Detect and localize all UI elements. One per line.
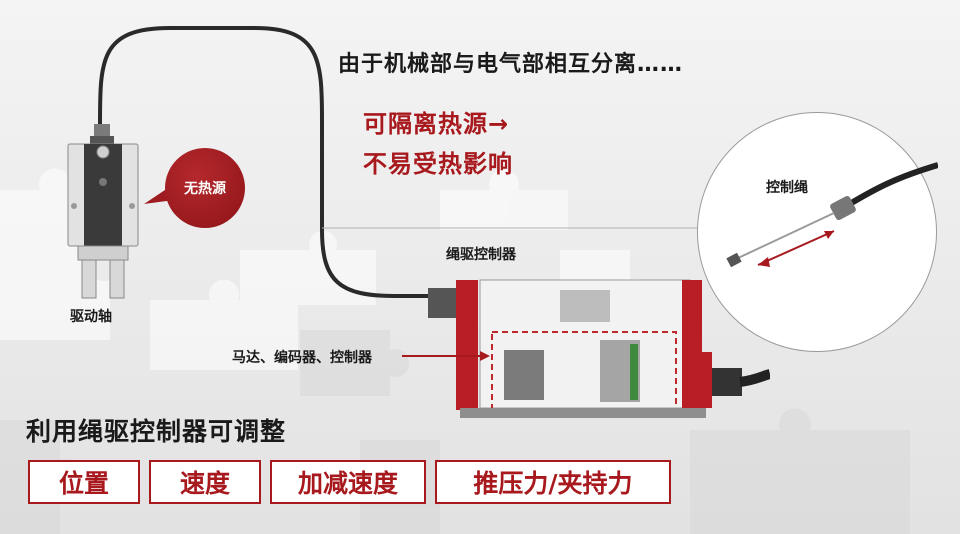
puzzle-piece	[440, 169, 568, 230]
feature-push-grip-force: 推压力/夹持力	[435, 460, 671, 504]
control-rope-label: 控制绳	[766, 180, 808, 196]
bubble-text: 无热源	[184, 181, 226, 197]
motor-encoder-controller-label: 马达、编码器、控制器	[232, 350, 372, 366]
feature-acceleration: 加减速度	[270, 460, 426, 504]
rope-controller-label: 绳驱控制器	[446, 247, 516, 263]
benefit-line-isolate: 可隔离热源→	[363, 110, 510, 138]
feature-position: 位置	[28, 460, 140, 504]
no-heat-source-bubble: 无热源	[165, 148, 245, 228]
drive-shaft-label: 驱动轴	[70, 309, 112, 325]
controller-unit-illustration	[428, 279, 770, 418]
pointer-arrow-icon	[402, 351, 490, 361]
double-arrow-icon	[758, 257, 770, 267]
cable-zoom-circle: 控制绳	[697, 112, 938, 352]
benefit-line-heat: 不易受热影响	[363, 150, 513, 178]
headline: 由于机械部与电气部相互分离……	[338, 52, 684, 77]
cable-zoom-illustration	[726, 162, 938, 268]
gripper-unit-illustration	[67, 124, 139, 299]
puzzle-piece	[690, 408, 910, 534]
puzzle-piece	[300, 330, 410, 396]
adjust-title: 利用绳驱控制器可调整	[26, 417, 287, 446]
feature-speed: 速度	[149, 460, 261, 504]
